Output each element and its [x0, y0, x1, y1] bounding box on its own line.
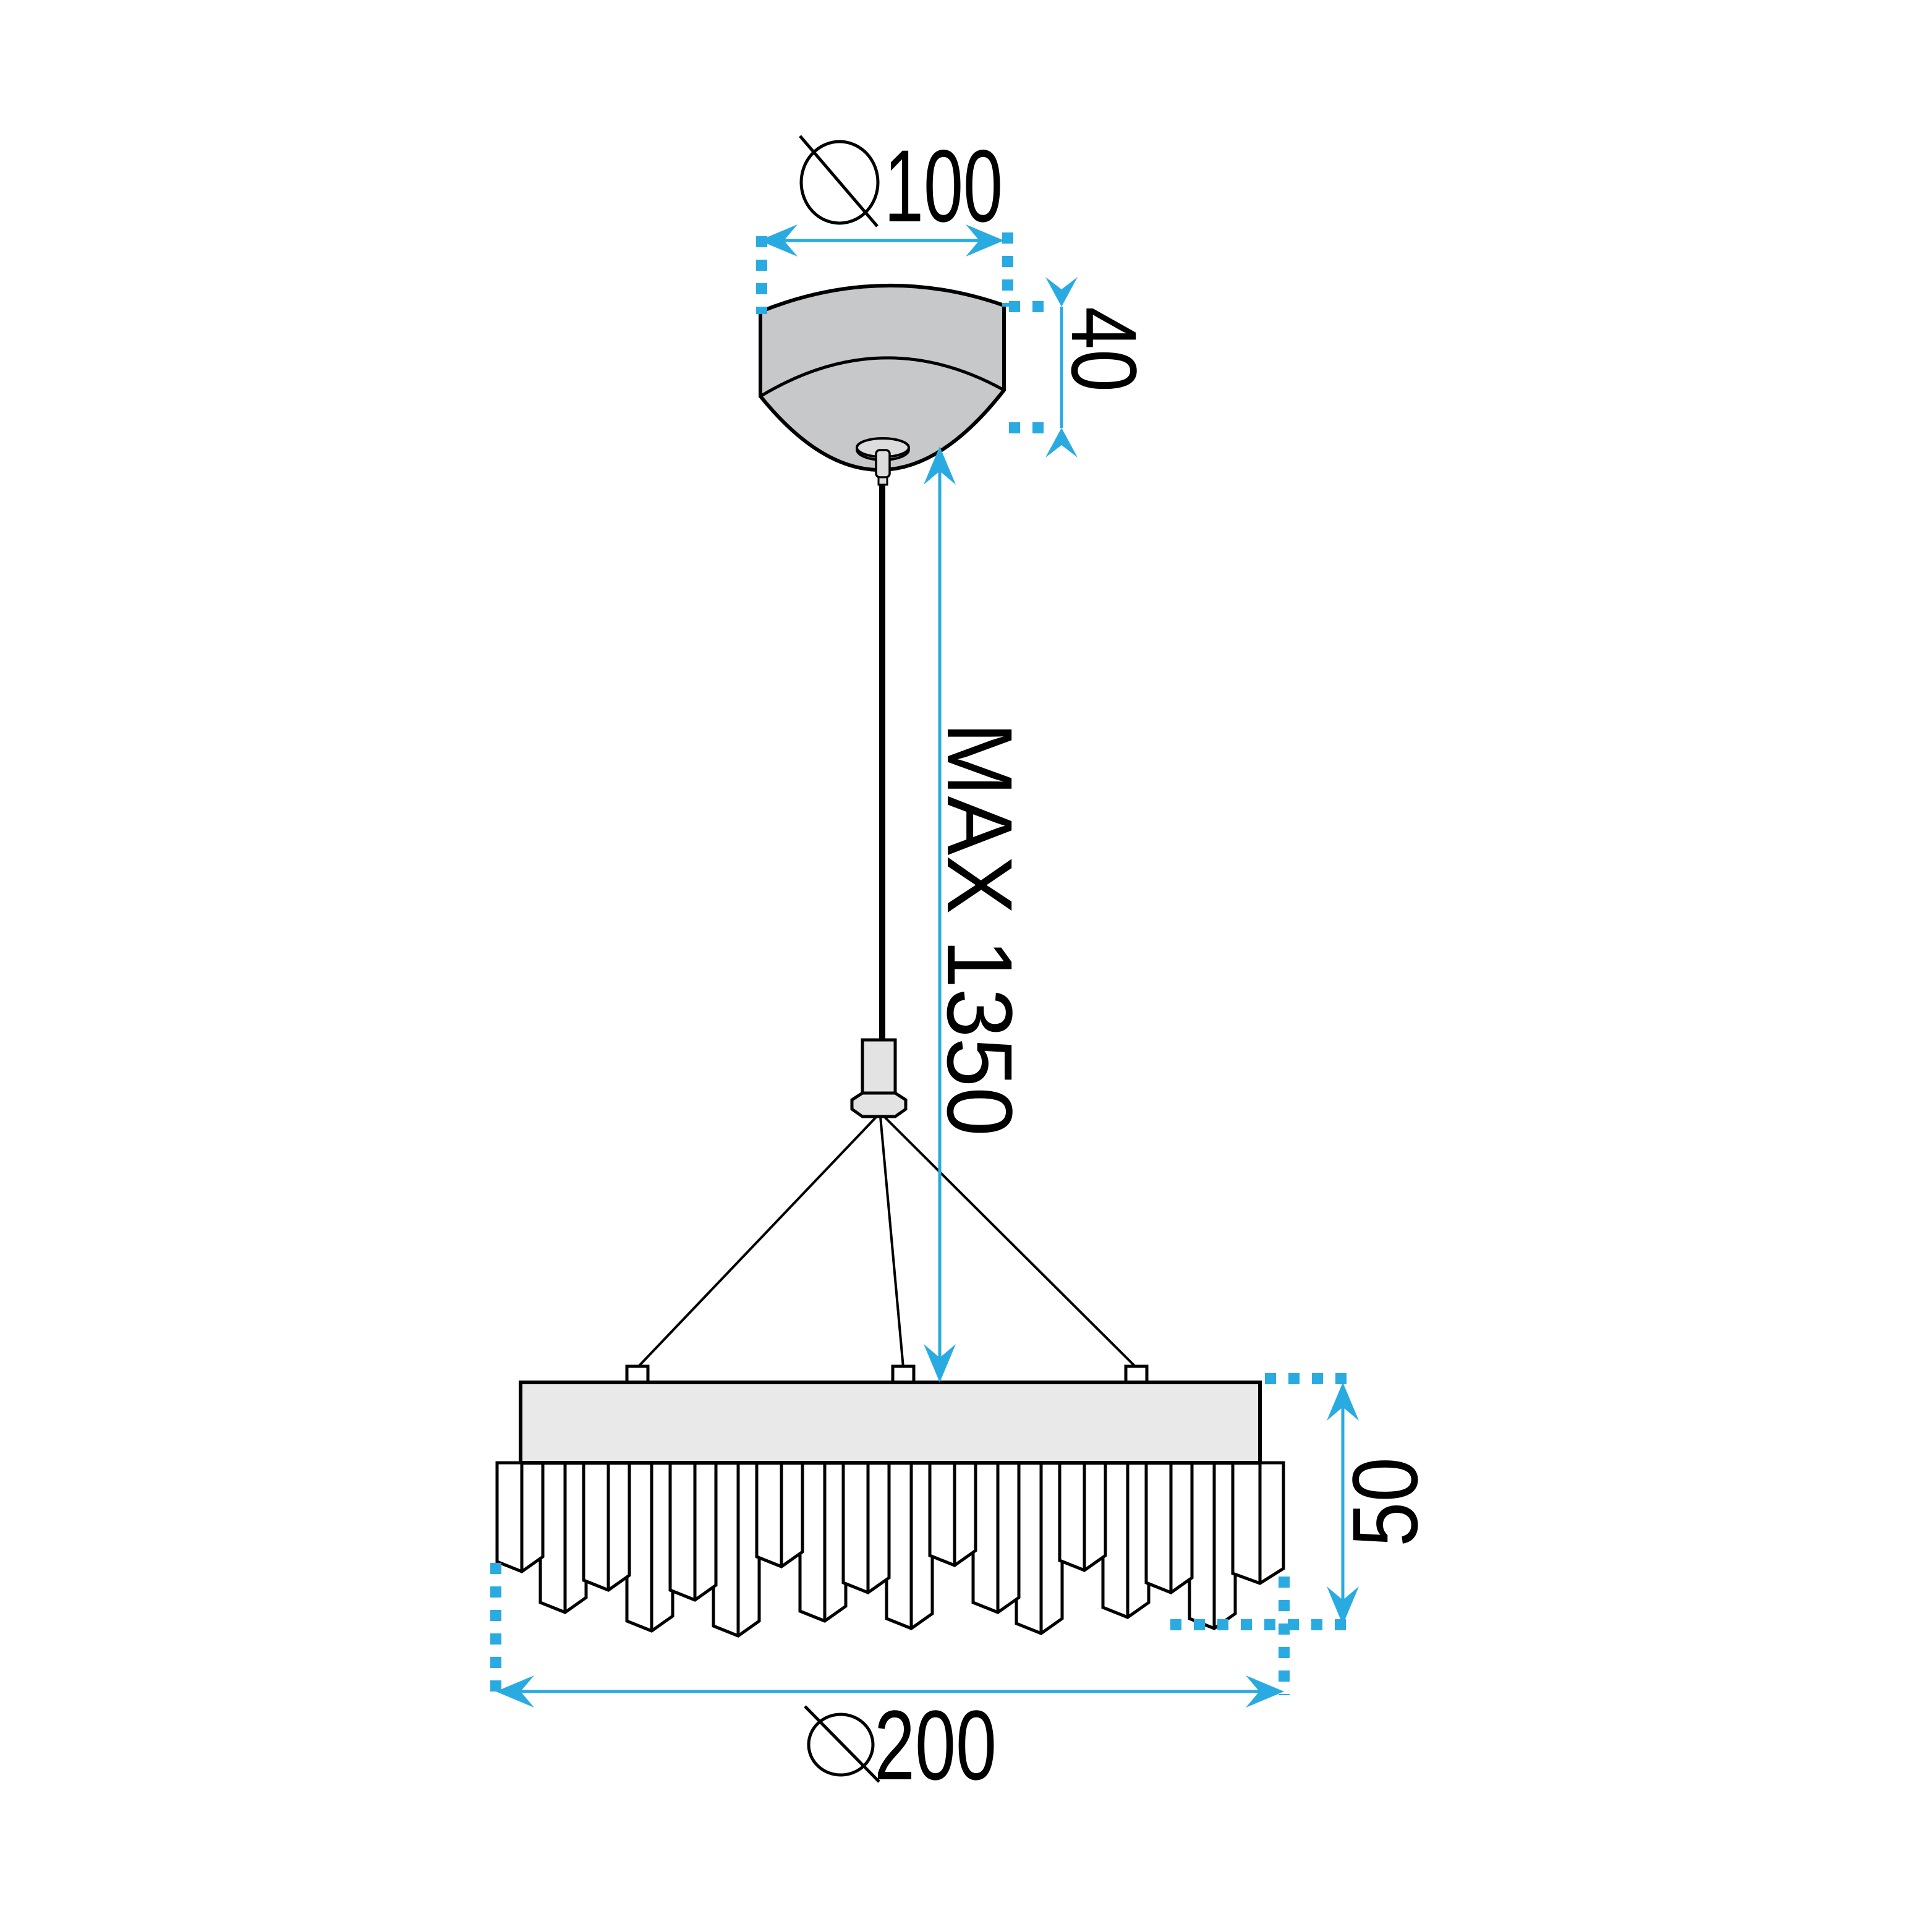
- arrow-down-icon: [924, 1344, 956, 1382]
- crystal: [928, 1461, 977, 1567]
- arrow-right-icon: [1246, 1675, 1284, 1708]
- diameter-icon: [804, 1705, 880, 1783]
- dim-canopy-height: 40: [1009, 277, 1156, 457]
- crystal: [1101, 1461, 1151, 1619]
- crystal: [1058, 1461, 1107, 1572]
- diameter-icon: [799, 135, 880, 228]
- arrow-right-icon: [966, 224, 1004, 257]
- shade-diameter-value: 200: [874, 1690, 997, 1800]
- wire-connector-left: [625, 1364, 650, 1384]
- crystal: [798, 1461, 848, 1623]
- crystal: [1144, 1461, 1194, 1594]
- dim-suspension-max: MAX 1350: [924, 446, 1032, 1382]
- crystal: [755, 1461, 804, 1568]
- suspension-max-value: MAX 1350: [928, 722, 1032, 1136]
- crystal: [1015, 1461, 1064, 1635]
- wire-connector-right: [1124, 1364, 1149, 1384]
- crystal-prisms: [495, 1461, 1285, 1638]
- cable-exit-stem: [875, 449, 891, 479]
- crystal: [1188, 1461, 1237, 1630]
- arrow-up-icon: [924, 446, 956, 485]
- crystal: [712, 1461, 761, 1638]
- hanger-wire-right: [883, 1115, 1138, 1369]
- dim-shade-diameter: 200: [490, 1563, 1290, 1800]
- crystal: [841, 1461, 891, 1594]
- arrow-up-icon: [1327, 1382, 1359, 1421]
- crystal: [668, 1461, 718, 1602]
- hanger-wires: [636, 1115, 1138, 1369]
- hanger-wire-left: [636, 1115, 878, 1369]
- crystal: [625, 1461, 674, 1633]
- cord-grip: [850, 1038, 908, 1118]
- crystal: [971, 1461, 1021, 1614]
- arrow-up-icon: [1045, 428, 1078, 457]
- cable-exit-nub: [877, 476, 888, 486]
- crystal: [495, 1461, 545, 1573]
- arrow-down-icon: [1045, 277, 1078, 307]
- wire-connector-middle: [891, 1364, 916, 1384]
- canopy-bottom-rim: [759, 356, 1005, 398]
- canopy-body: [759, 283, 1006, 472]
- cord-grip-barrel: [861, 1038, 897, 1095]
- crystal: [538, 1461, 588, 1614]
- dim-shade-height: 50: [1170, 1373, 1437, 1630]
- crystal: [582, 1461, 631, 1592]
- crystal: [1231, 1461, 1285, 1585]
- canopy-height-value: 40: [1052, 307, 1156, 392]
- arrow-left-icon: [496, 1675, 534, 1708]
- dim-canopy-diameter: 100: [756, 129, 1013, 314]
- shade-height-value: 50: [1333, 1457, 1437, 1547]
- chandelier-band: [519, 1364, 1262, 1465]
- ceiling-canopy: [759, 283, 1006, 486]
- hanger-wire-middle: [879, 1116, 904, 1368]
- arrow-down-icon: [1327, 1586, 1359, 1625]
- band-ring: [519, 1381, 1262, 1465]
- crystal: [885, 1461, 934, 1630]
- arrow-left-icon: [759, 224, 798, 257]
- cord-grip-nut: [850, 1091, 908, 1118]
- canopy-diameter-value: 100: [884, 129, 1003, 244]
